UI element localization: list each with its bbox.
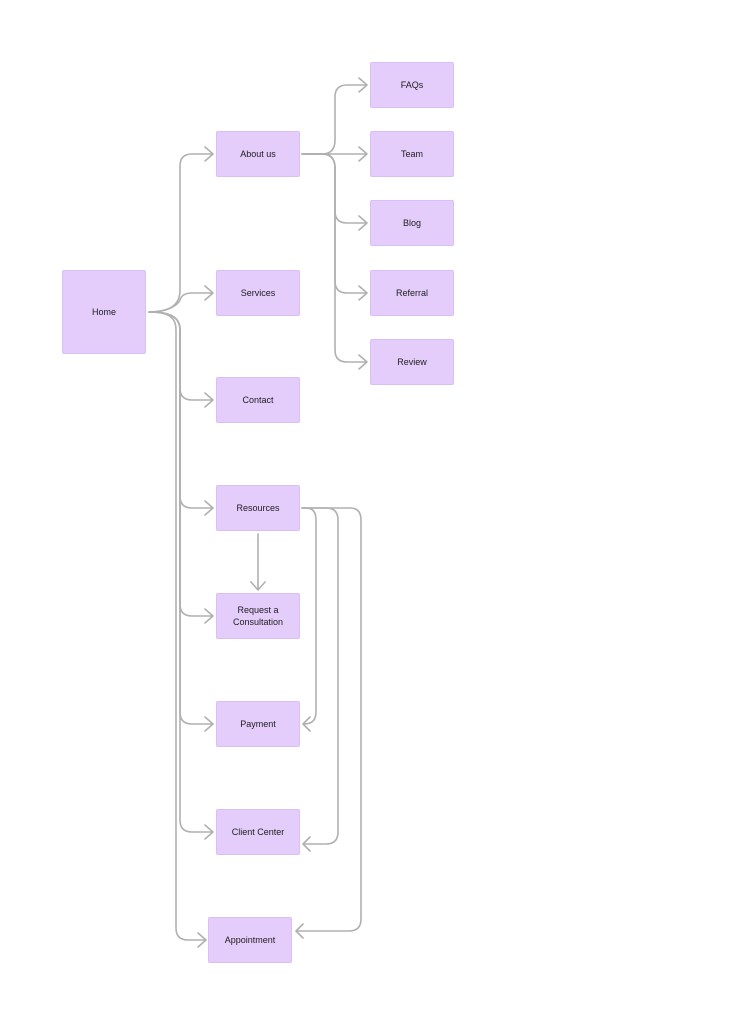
node-client-center: Client Center [216, 809, 300, 855]
node-faqs: FAQs [370, 62, 454, 108]
edge-about-review [301, 153, 367, 363]
arrowhead-payment-left [204, 716, 214, 732]
arrowhead-request-left [204, 608, 214, 624]
arrowhead-appointment-right [295, 923, 304, 939]
edge-home-about [148, 153, 213, 313]
edge-resources-payment [301, 507, 317, 725]
arrowhead-referral [358, 285, 368, 301]
node-about-us: About us [216, 131, 300, 177]
edge-home-appointment [148, 311, 206, 941]
arrowhead-review [358, 354, 368, 370]
node-resources: Resources [216, 485, 300, 531]
node-services: Services [216, 270, 300, 316]
arrowhead-contact [204, 392, 214, 408]
edge-resources-client [301, 507, 339, 845]
edge-resources-appointment [296, 507, 362, 932]
arrowhead-client-left [204, 824, 214, 840]
edge-home-services [148, 292, 213, 313]
node-team: Team [370, 131, 454, 177]
node-appointment: Appointment [208, 917, 292, 963]
arrowhead-faqs [358, 77, 368, 93]
arrowhead-resources [204, 500, 214, 516]
node-home: Home [62, 270, 146, 354]
node-request-consultation: Request a Consultation [216, 593, 300, 639]
edge-home-client [148, 311, 213, 833]
arrowheads [197, 77, 368, 948]
arrowhead-payment-right [302, 716, 311, 732]
node-payment: Payment [216, 701, 300, 747]
node-referral: Referral [370, 270, 454, 316]
arrowhead-services [204, 285, 214, 301]
edge-about-faqs [301, 84, 367, 155]
arrowhead-appointment-left [197, 932, 207, 948]
arrowhead-client-right [302, 836, 311, 852]
arrowhead-team [358, 146, 368, 162]
arrowhead-request-down [250, 581, 266, 591]
arrowhead-blog [358, 215, 368, 231]
arrowhead-about [204, 146, 214, 162]
node-review: Review [370, 339, 454, 385]
node-contact: Contact [216, 377, 300, 423]
node-blog: Blog [370, 200, 454, 246]
